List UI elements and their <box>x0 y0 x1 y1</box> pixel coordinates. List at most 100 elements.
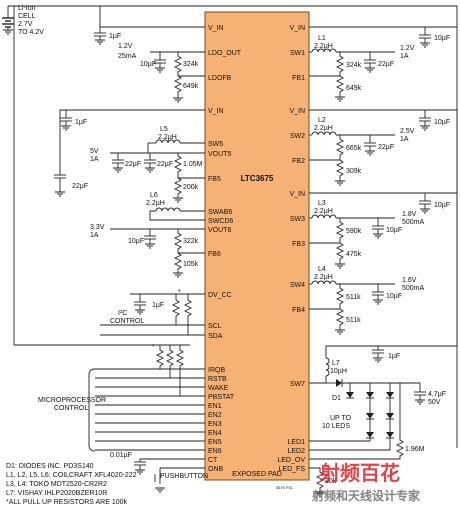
svg-text:L3, L4: TOKO MDT2520-CR2R2: L3, L4: TOKO MDT2520-CR2R2 <box>6 481 107 488</box>
svg-text:200k: 200k <box>183 184 199 191</box>
svg-text:L1: L1 <box>318 35 326 42</box>
svg-text:V_IN: V_IN <box>208 108 224 115</box>
svg-text:CONTROL: CONTROL <box>54 405 88 412</box>
svg-text:1.05M: 1.05M <box>183 161 203 168</box>
svg-text:2.5V: 2.5V <box>400 128 415 135</box>
svg-text:500mA: 500mA <box>402 219 425 226</box>
svg-text:2.2µH: 2.2µH <box>146 200 165 207</box>
svg-text:CT: CT <box>208 457 218 464</box>
svg-text:DV_CC: DV_CC <box>208 292 232 299</box>
svg-text:10µF: 10µF <box>140 61 156 68</box>
svg-text:10µF: 10µF <box>434 202 450 209</box>
watermark-logo: 射频百花 射频和天线设计专家 <box>311 461 421 503</box>
svg-text:FB3: FB3 <box>292 241 305 248</box>
svg-text:1A: 1A <box>90 232 99 239</box>
ic-body <box>204 11 310 481</box>
svg-text:SDA: SDA <box>208 333 223 340</box>
svg-text:RSTB: RSTB <box>208 376 227 383</box>
svg-text:2.7V: 2.7V <box>18 21 33 28</box>
svg-text:V_IN: V_IN <box>289 25 305 32</box>
left-pins: V_IN LDO_OUT LDOFB V_IN SW5 VOUT5 FB5 SW… <box>208 25 242 473</box>
svg-text:649k: 649k <box>346 85 362 92</box>
svg-text:475k: 475k <box>346 251 362 258</box>
svg-text:LED_OV: LED_OV <box>277 457 305 464</box>
micro-bus <box>95 368 205 451</box>
svg-text:22µF: 22µF <box>378 61 394 68</box>
svg-text:*ALL PULL UP RESISTORS ARE 100: *ALL PULL UP RESISTORS ARE 100k <box>6 499 128 506</box>
svg-text:I²C: I²C <box>118 310 127 317</box>
svg-text:SW3: SW3 <box>290 216 305 223</box>
svg-text:FB6: FB6 <box>208 251 221 258</box>
svg-text:309k: 309k <box>346 168 362 175</box>
svg-text:1A: 1A <box>90 156 99 163</box>
svg-text:CELL: CELL <box>18 13 36 20</box>
svg-text:5V: 5V <box>90 148 99 155</box>
svg-text:ONB: ONB <box>208 466 224 473</box>
svg-text:0.01µF: 0.01µF <box>110 452 132 459</box>
svg-text:L7: VISHAY IHLP2020BZER10R: L7: VISHAY IHLP2020BZER10R <box>6 490 107 497</box>
svg-text:SW7: SW7 <box>290 381 305 388</box>
svg-text:EN5: EN5 <box>208 439 222 446</box>
svg-text:FB1: FB1 <box>292 75 305 82</box>
svg-text:322k: 322k <box>183 238 199 245</box>
svg-text:FB2: FB2 <box>292 158 305 165</box>
svg-text:3.3V: 3.3V <box>90 224 105 231</box>
svg-text:*: * <box>178 289 181 296</box>
svg-text:10µF: 10µF <box>128 238 144 245</box>
svg-text:D1: DIODES INC. PD3S140: D1: DIODES INC. PD3S140 <box>6 463 94 470</box>
svg-text:22µF: 22µF <box>72 183 88 190</box>
svg-text:LED2: LED2 <box>287 448 305 455</box>
svg-text:EN6: EN6 <box>208 448 222 455</box>
svg-text:SW5: SW5 <box>208 141 223 148</box>
svg-text:665k: 665k <box>346 145 362 152</box>
svg-text:1µF: 1µF <box>152 302 164 309</box>
svg-text:50V: 50V <box>428 399 441 406</box>
svg-text:10µF: 10µF <box>386 293 402 300</box>
svg-text:EN4: EN4 <box>208 430 222 437</box>
svg-text:L2: L2 <box>318 117 326 124</box>
component-notes: D1: DIODES INC. PD3S140 L1, L2, L5, L6: … <box>6 463 137 506</box>
svg-text:EN2: EN2 <box>208 412 222 419</box>
svg-text:22µF: 22µF <box>157 161 173 168</box>
svg-text:射频和天线设计专家: 射频和天线设计专家 <box>311 488 421 503</box>
svg-text:LDO_OUT: LDO_OUT <box>208 50 242 57</box>
svg-text:10µF: 10µF <box>386 227 402 234</box>
svg-text:MICROPROCESSOR: MICROPROCESSOR <box>38 397 106 404</box>
svg-text:2.2µH: 2.2µH <box>314 125 333 132</box>
svg-text:2.2µH: 2.2µH <box>314 208 333 215</box>
svg-text:L7: L7 <box>332 360 340 367</box>
svg-text:SWCD6: SWCD6 <box>208 218 233 225</box>
svg-text:SWAB6: SWAB6 <box>208 209 232 216</box>
svg-text:LED_FS: LED_FS <box>279 466 306 473</box>
svg-text:22µF: 22µF <box>378 144 394 151</box>
svg-text:20k: 20k <box>325 478 337 485</box>
svg-text:射频百花: 射频百花 <box>319 461 400 485</box>
svg-text:1.96M: 1.96M <box>405 446 425 453</box>
svg-text:TO 4.2V: TO 4.2V <box>18 29 44 36</box>
svg-text:SW2: SW2 <box>290 133 305 140</box>
svg-text:1µF: 1µF <box>388 353 400 360</box>
svg-text:1µF: 1µF <box>109 33 121 40</box>
svg-text:SW1: SW1 <box>290 50 305 57</box>
svg-text:PBSTAT: PBSTAT <box>208 394 235 401</box>
svg-text:UP TO: UP TO <box>330 415 352 422</box>
svg-text:FB5: FB5 <box>208 176 221 183</box>
svg-text:L3: L3 <box>318 200 326 207</box>
svg-text:L4: L4 <box>318 266 326 273</box>
led-strings <box>309 383 394 451</box>
svg-text:649k: 649k <box>183 83 199 90</box>
svg-text:L5: L5 <box>160 126 168 133</box>
svg-text:22µF: 22µF <box>125 161 141 168</box>
svg-text:LDOFB: LDOFB <box>208 75 232 82</box>
svg-text:VOUT6: VOUT6 <box>208 227 231 234</box>
svg-text:V_IN: V_IN <box>289 191 305 198</box>
svg-text:SW4: SW4 <box>290 282 305 289</box>
svg-text:1.2V: 1.2V <box>400 45 415 52</box>
svg-text:V_IN: V_IN <box>289 108 305 115</box>
svg-text:*: * <box>152 344 155 351</box>
svg-text:L1, L2, L5, L6: COILCRAFT XFL4: L1, L2, L5, L6: COILCRAFT XFL4020-222 <box>6 472 137 479</box>
svg-text:1A: 1A <box>400 53 409 60</box>
svg-text:2.2µH: 2.2µH <box>158 134 177 141</box>
svg-text:511k: 511k <box>346 317 361 324</box>
